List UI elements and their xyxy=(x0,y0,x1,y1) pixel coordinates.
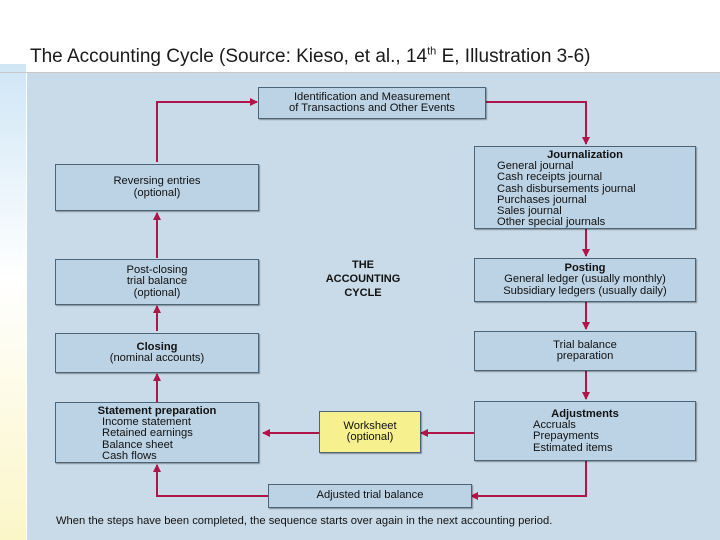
worksheet-line-2: (optional) xyxy=(346,431,394,443)
side-gradient xyxy=(0,64,26,540)
journalization-box: Journalization General journal Cash rece… xyxy=(474,146,696,229)
adjusted-trial-balance-label: Adjusted trial balance xyxy=(316,489,424,502)
slide-title-superscript: th xyxy=(427,45,437,58)
post-closing-line-2: trial balance xyxy=(126,275,188,288)
center-title-line-2: ACCOUNTING xyxy=(325,273,401,285)
journalization-heading: Journalization xyxy=(547,149,623,161)
journalization-item: Other special journals xyxy=(497,216,606,229)
journalization-item: General journal xyxy=(497,160,574,173)
closing-box: Closing (nominal accounts) xyxy=(55,333,259,373)
posting-box: Posting General ledger (usually monthly)… xyxy=(474,258,696,302)
posting-item: Subsidiary ledgers (usually daily) xyxy=(503,284,667,297)
adjusted-trial-balance-box: Adjusted trial balance xyxy=(268,484,472,508)
slide-title-main: The Accounting Cycle (Source: Kieso, et … xyxy=(30,46,428,67)
slide-title: The Accounting Cycle (Source: Kieso, et … xyxy=(30,46,590,76)
trial-balance-line-1: Trial balance xyxy=(553,338,617,351)
statement-preparation-item: Income statement xyxy=(102,416,191,429)
journalization-item: Cash disbursements journal xyxy=(497,182,636,195)
statement-preparation-item: Cash flows xyxy=(102,449,157,462)
center-title-line-3: CYCLE xyxy=(344,287,382,299)
statement-preparation-item: Retained earnings xyxy=(102,427,193,440)
trial-balance-line-2: preparation xyxy=(556,350,614,362)
posting-heading: Posting xyxy=(564,262,606,275)
center-title: THE ACCOUNTING CYCLE xyxy=(318,258,408,300)
trial-balance-box: Trial balance preparation xyxy=(474,331,696,371)
identification-line-2: of Transactions and Other Events xyxy=(288,102,456,114)
arrow-reversing-to-identification xyxy=(156,98,258,162)
statement-preparation-box: Statement preparation Income statement R… xyxy=(55,402,259,463)
adjustments-item: Accruals xyxy=(533,419,576,432)
journalization-item: Purchases journal xyxy=(497,193,587,206)
arrow-adjustments-to-adjusted-trial-balance xyxy=(470,461,587,500)
adjustments-item: Estimated items xyxy=(533,441,613,454)
statement-preparation-heading: Statement preparation xyxy=(97,405,217,417)
center-title-line-1: THE xyxy=(352,259,374,271)
statement-preparation-item: Balance sheet xyxy=(102,438,173,451)
reversing-entries-box: Reversing entries (optional) xyxy=(55,164,259,211)
worksheet-box: Worksheet (optional) xyxy=(319,411,421,453)
posting-item: General ledger (usually monthly) xyxy=(504,273,666,286)
reversing-entries-line-2: (optional) xyxy=(133,186,181,199)
worksheet-line-1: Worksheet xyxy=(343,419,397,432)
slide-title-tail: E, Illustration 3-6) xyxy=(436,46,591,67)
arrow-adjusted-trial-balance-to-statement-preparation xyxy=(153,464,268,497)
post-closing-line-3: (optional) xyxy=(133,286,181,299)
adjustments-item: Prepayments xyxy=(533,430,599,443)
post-closing-line-1: Post-closing xyxy=(126,264,188,277)
identification-box: Identification and Measurement of Transa… xyxy=(258,87,486,119)
post-closing-box: Post-closing trial balance (optional) xyxy=(55,259,259,305)
arrow-identification-to-journalization xyxy=(486,101,590,145)
adjustments-box: Adjustments Accruals Prepayments Estimat… xyxy=(474,401,696,461)
footnote: When the steps have been completed, the … xyxy=(56,515,553,527)
reversing-entries-line-1: Reversing entries xyxy=(113,175,201,188)
title-rule xyxy=(0,72,720,73)
identification-line-1: Identification and Measurement xyxy=(293,90,451,103)
closing-heading: Closing xyxy=(136,340,178,353)
journalization-item: Cash receipts journal xyxy=(497,171,603,184)
closing-subtitle: (nominal accounts) xyxy=(109,352,205,364)
journalization-item: Sales journal xyxy=(497,205,562,218)
adjustments-heading: Adjustments xyxy=(551,408,619,420)
